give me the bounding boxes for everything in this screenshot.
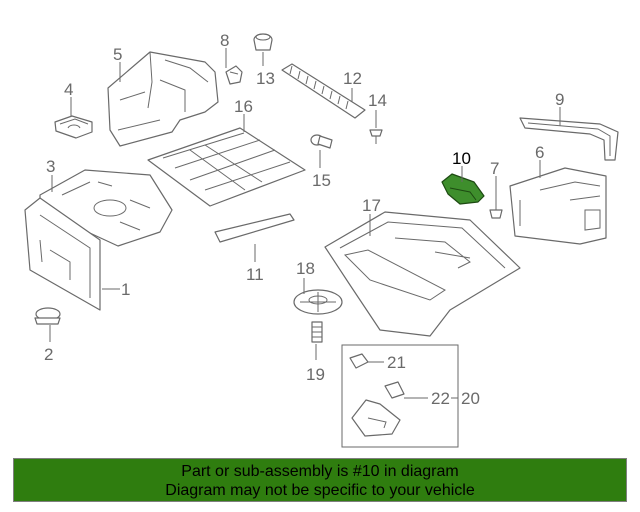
- part-2[interactable]: [34, 307, 61, 325]
- part-14[interactable]: [369, 129, 383, 144]
- callout-3: 3: [46, 157, 55, 176]
- callout-labels: 4 5 8 13 12 14 16 15 3 1 2 11 9 6 7 10 1…: [44, 31, 564, 408]
- inset-box-20: [341, 344, 459, 448]
- part-7[interactable]: [489, 200, 503, 219]
- callout-4: 4: [64, 80, 73, 99]
- parts-diagram: 4 5 8 13 12 14 16 15 3 1 2 11 9 6 7 10 1…: [24, 31, 619, 448]
- info-banner: Part or sub-assembly is #10 in diagram D…: [13, 458, 627, 502]
- part-17[interactable]: [324, 211, 521, 337]
- callout-1: 1: [121, 280, 130, 299]
- part-5[interactable]: [107, 51, 219, 147]
- callout-10: 10: [452, 149, 471, 168]
- callout-6: 6: [535, 143, 544, 162]
- part-4[interactable]: [54, 115, 93, 139]
- callout-5: 5: [113, 45, 122, 64]
- callout-13: 13: [256, 69, 275, 88]
- callout-8: 8: [220, 31, 229, 50]
- banner-line-1: Part or sub-assembly is #10 in diagram: [181, 463, 459, 480]
- callout-15: 15: [312, 171, 331, 190]
- callout-11: 11: [246, 265, 264, 284]
- part-18[interactable]: [293, 289, 343, 315]
- part-1[interactable]: [24, 197, 101, 311]
- callout-21: 21: [387, 353, 406, 372]
- leader-lines: [49, 48, 561, 399]
- part-6[interactable]: [509, 167, 607, 245]
- callout-2: 2: [44, 345, 53, 364]
- part-20-piece[interactable]: [351, 399, 401, 437]
- part-22[interactable]: [384, 381, 405, 399]
- callout-18: 18: [296, 259, 315, 278]
- part-10-highlighted[interactable]: [441, 173, 485, 205]
- part-16[interactable]: [147, 127, 306, 207]
- callout-12: 12: [343, 69, 362, 88]
- callout-19: 19: [306, 365, 325, 384]
- callout-7: 7: [490, 159, 499, 178]
- callout-14: 14: [368, 91, 387, 110]
- banner-line-2: Diagram may not be specific to your vehi…: [165, 482, 475, 499]
- callout-9: 9: [555, 90, 564, 109]
- part-15[interactable]: [310, 134, 333, 149]
- part-21[interactable]: [349, 353, 369, 369]
- callout-17: 17: [362, 196, 381, 215]
- callout-16: 16: [234, 97, 253, 116]
- part-9[interactable]: [519, 117, 619, 161]
- callout-22: 22: [431, 389, 450, 408]
- callout-20: 20: [461, 389, 480, 408]
- part-11[interactable]: [214, 213, 295, 243]
- part-13[interactable]: [253, 33, 273, 51]
- part-8[interactable]: [225, 65, 243, 85]
- part-19[interactable]: [311, 321, 323, 343]
- part-12[interactable]: [281, 63, 366, 119]
